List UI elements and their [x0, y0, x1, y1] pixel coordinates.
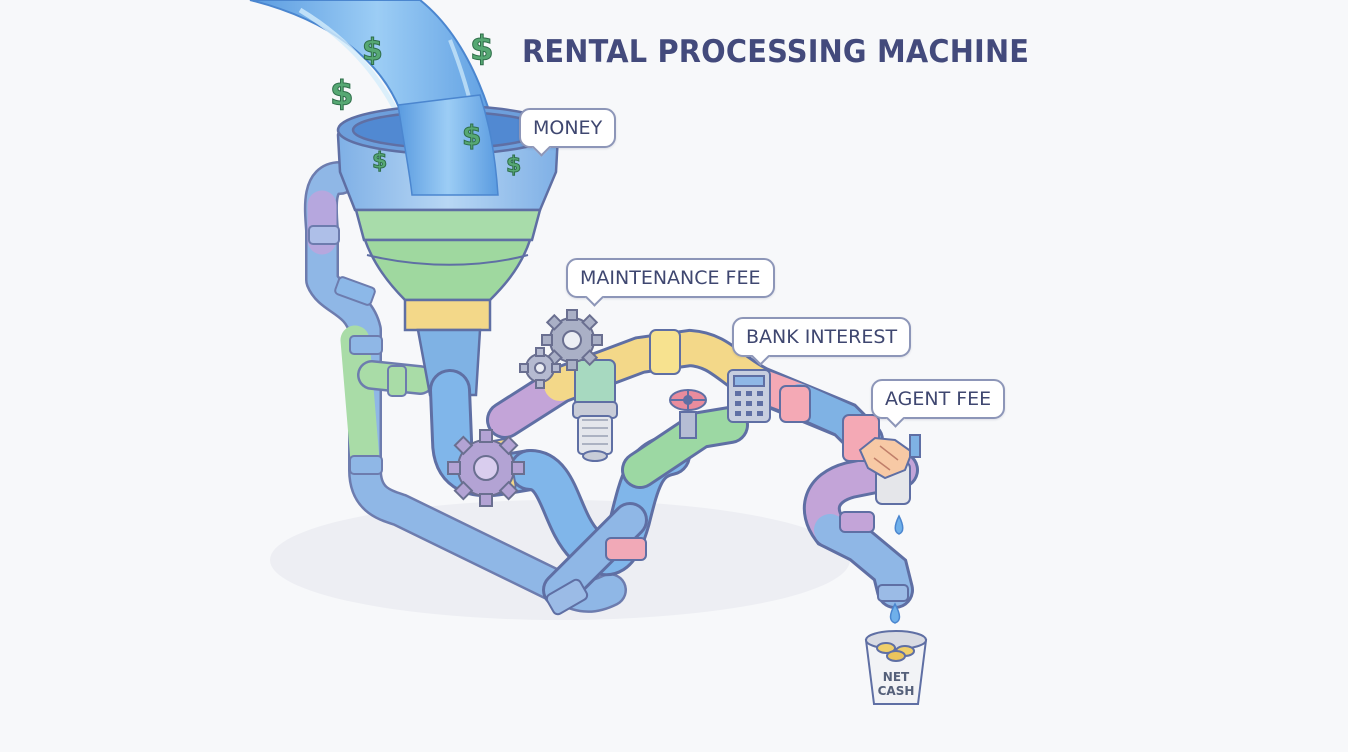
handshake-icon — [858, 434, 921, 480]
left-couplings — [308, 225, 407, 475]
water-drop-icon — [889, 514, 904, 624]
page-title: RENTAL PROCESSING MACHINE — [522, 34, 1030, 70]
svg-text:$: $ — [362, 33, 383, 68]
net-cash-line2: CASH — [877, 684, 915, 698]
dollar-sign-icon: $ $ $ $ $ $ — [330, 29, 522, 179]
upper-couplings — [574, 329, 811, 423]
svg-text:$: $ — [462, 119, 481, 152]
maintenance-fee-label: MAINTENANCE FEE — [566, 258, 775, 298]
coin-cup-icon — [864, 630, 928, 705]
agent-fee-label: AGENT FEE — [871, 379, 1006, 419]
right-pipe — [802, 451, 919, 609]
net-cash-label: NET CASH — [866, 670, 926, 698]
svg-text:$: $ — [506, 153, 521, 178]
calculator-icon — [727, 369, 771, 423]
net-cash-line1: NET — [882, 670, 910, 684]
svg-text:$: $ — [372, 149, 387, 174]
svg-text:$: $ — [330, 74, 354, 114]
money-label: MONEY — [519, 108, 617, 148]
bank-interest-label: BANK INTEREST — [732, 317, 912, 357]
svg-text:$: $ — [470, 29, 494, 69]
middle-pipe — [621, 406, 749, 489]
filter-canister — [572, 401, 618, 462]
valve — [669, 389, 707, 439]
gear-icon — [447, 309, 603, 507]
water-into-funnel — [397, 94, 499, 196]
